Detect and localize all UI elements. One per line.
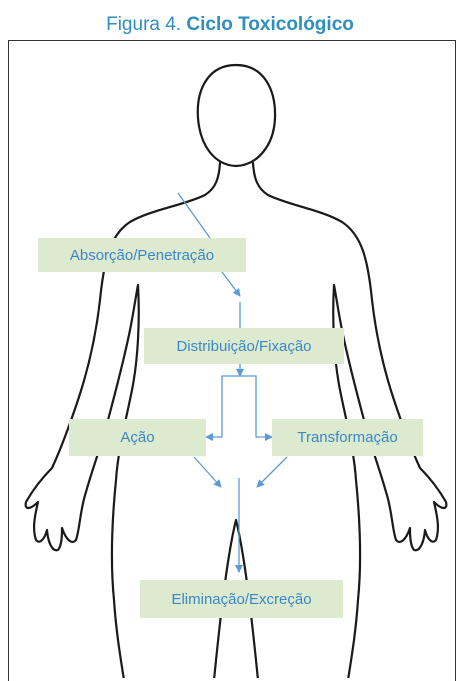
arrow-absorption-to-distribution bbox=[222, 272, 240, 296]
stage-transformation: Transformação bbox=[272, 419, 423, 456]
arrow-split-to-transformation bbox=[240, 376, 272, 437]
stage-distribution: Distribuição/Fixação bbox=[144, 328, 344, 364]
arrow-transformation-to-center bbox=[257, 457, 287, 487]
stage-action: Ação bbox=[69, 419, 206, 456]
stage-absorption: Absorção/Penetração bbox=[38, 238, 246, 272]
arrow-action-to-center bbox=[194, 457, 221, 487]
arrow-split-to-action bbox=[206, 376, 240, 437]
head-outline bbox=[198, 65, 275, 166]
stage-elimination: Eliminação/Excreção bbox=[140, 580, 343, 618]
